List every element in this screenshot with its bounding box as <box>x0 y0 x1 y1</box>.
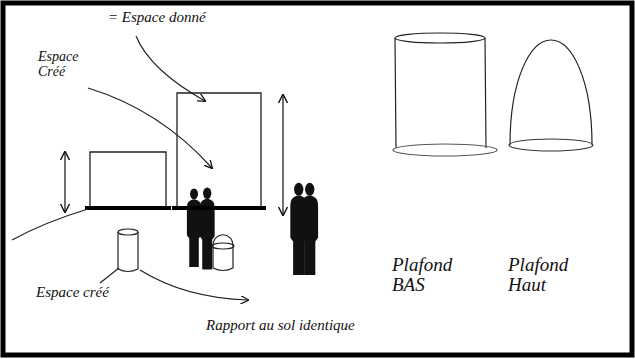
cylinder-icon <box>118 229 138 235</box>
large-space-box <box>177 93 261 208</box>
low-ceiling <box>395 33 485 43</box>
low-ceiling <box>485 38 486 148</box>
dome-icon <box>212 243 234 249</box>
ground-line <box>172 206 266 210</box>
leader-line <box>12 209 88 240</box>
height-arrow <box>282 95 283 215</box>
cylinder-icon <box>118 232 138 272</box>
leader-line <box>88 88 212 168</box>
high-ceiling <box>510 40 592 145</box>
person-figure <box>301 183 318 275</box>
sketch-label: Espace créé <box>36 285 136 301</box>
sketch-label: Plafond BAS <box>392 255 464 295</box>
low-ceiling <box>393 144 497 156</box>
height-arrow <box>64 152 65 212</box>
sketch-label: Espace Créé <box>38 50 93 79</box>
small-space-box <box>90 152 166 208</box>
frame <box>3 3 632 355</box>
ground-line <box>85 206 171 210</box>
dome-icon <box>213 246 233 271</box>
leader-line <box>140 270 248 300</box>
person-figure <box>187 188 201 267</box>
dome-icon <box>213 235 233 246</box>
high-ceiling <box>509 139 593 151</box>
sketch-label: = Espace donné <box>108 10 208 26</box>
leader-line <box>100 268 119 283</box>
sketch-label: Rapport au sol identique <box>206 318 456 334</box>
leader-line <box>136 36 205 101</box>
low-ceiling <box>395 38 396 148</box>
sketch-label: Plafond Haut <box>508 255 592 295</box>
